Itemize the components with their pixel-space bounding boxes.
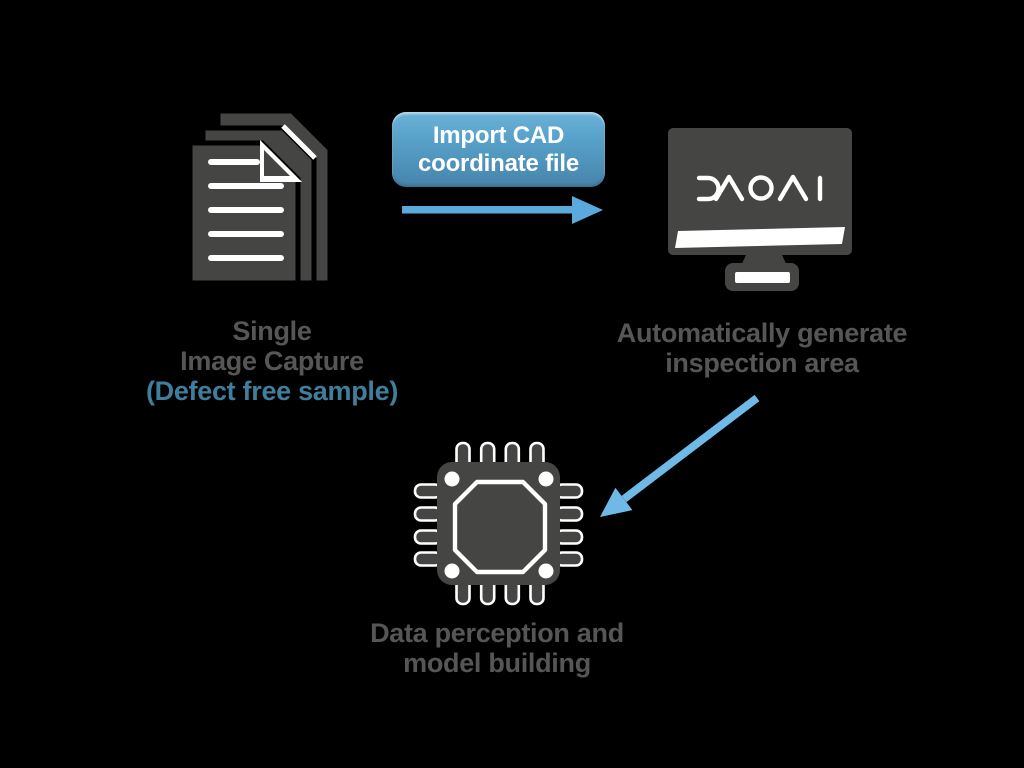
caption-line: Image Capture	[180, 346, 364, 376]
chip-icon	[413, 441, 584, 606]
caption-line: inspection area	[665, 348, 859, 378]
down-left-arrow-icon	[600, 394, 760, 517]
document-text-lines	[208, 159, 284, 261]
caption-line: Data perception and	[370, 618, 624, 648]
button-line: Import CAD	[432, 121, 565, 149]
right-arrow-icon	[402, 196, 603, 224]
chip-corner-dots	[444, 471, 554, 579]
caption-data-perception: Data perception and model building	[337, 618, 657, 678]
caption-generate-inspection: Automatically generate inspection area	[600, 318, 924, 378]
caption-line: model building	[403, 648, 591, 678]
documents-icon	[187, 108, 333, 285]
caption-single-image-capture: Single Image Capture (Defect free sample…	[112, 316, 432, 406]
chip-die-outline	[452, 479, 548, 575]
button-line: coordinate file	[417, 149, 580, 177]
import-cad-button: Import CAD coordinate file	[392, 112, 605, 187]
monitor-icon	[668, 128, 852, 291]
caption-line-accent: (Defect free sample)	[145, 376, 399, 406]
caption-line: Single	[232, 316, 312, 346]
daoai-logo	[696, 174, 823, 202]
caption-line: Automatically generate	[616, 318, 908, 348]
